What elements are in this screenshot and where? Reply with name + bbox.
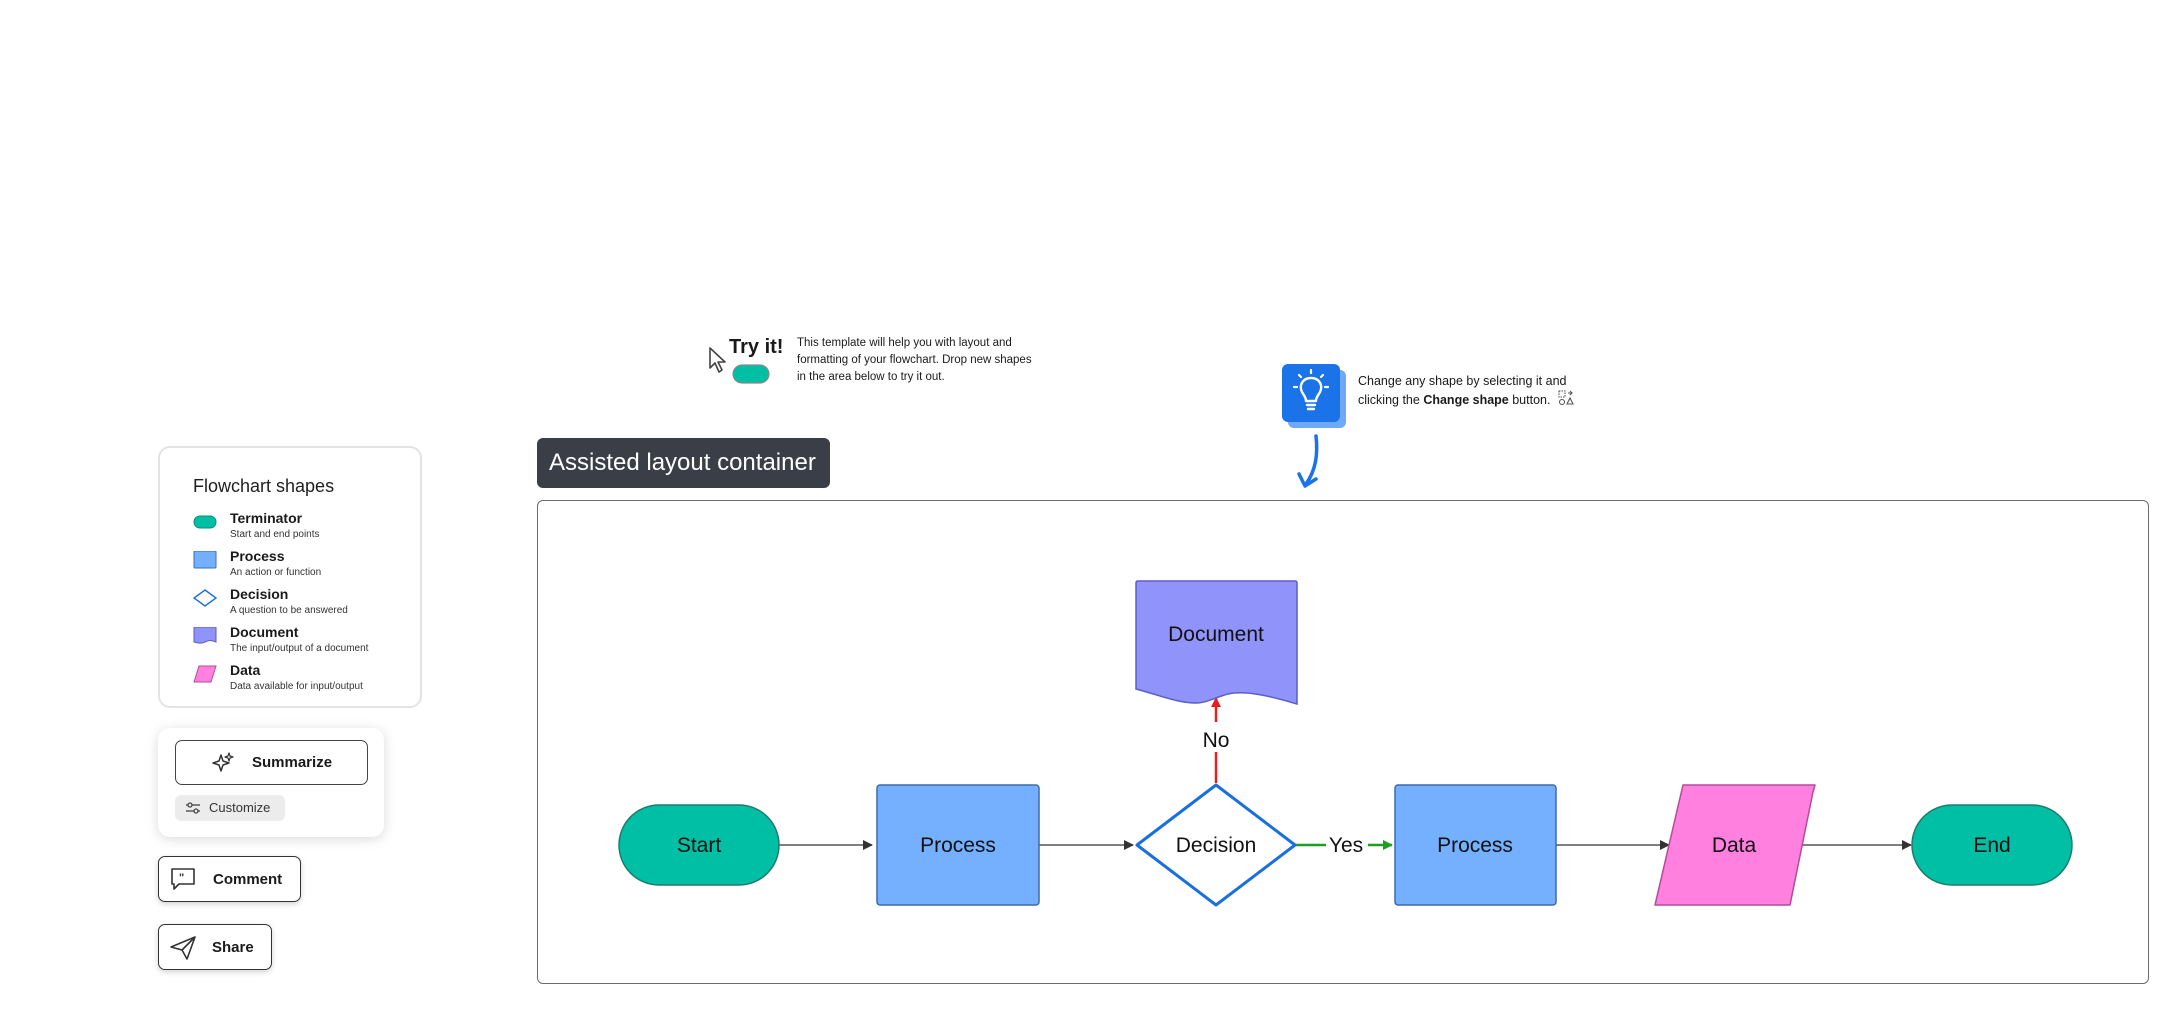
decision-label: Decision: [1176, 834, 1257, 857]
sparkle-icon: [212, 752, 234, 772]
process-shape-1[interactable]: Process: [876, 784, 1040, 906]
yes-label: Yes: [1329, 834, 1363, 857]
flowchart-shapes-legend: Flowchart shapes Terminator Start and en…: [158, 446, 422, 708]
comment-icon: ": [171, 868, 195, 890]
container-label[interactable]: Assisted layout container: [537, 438, 830, 488]
share-button[interactable]: Share: [158, 924, 272, 970]
legend-title: Flowchart shapes: [193, 476, 335, 496]
document-shape[interactable]: Document: [1135, 580, 1298, 706]
lightbulb-icon: [1280, 362, 1350, 435]
end-label: End: [1973, 834, 2010, 857]
legend-item-desc: A question to be answered: [230, 605, 348, 616]
change-shape-icon: [1558, 390, 1574, 411]
assisted-layout-container[interactable]: [537, 500, 2149, 984]
process-icon: [193, 551, 217, 569]
tip-text-bold: Change shape: [1423, 392, 1509, 407]
legend-item-desc: The input/output of a document: [230, 643, 369, 654]
summarize-card: Summarize Customize: [158, 728, 384, 837]
customize-label: Customize: [209, 800, 271, 815]
legend-item-name: Terminator: [230, 510, 303, 526]
terminator-sample-shape[interactable]: [732, 363, 770, 390]
legend-item-name: Data: [230, 662, 261, 678]
svg-text:": ": [179, 872, 184, 884]
customize-button[interactable]: Customize: [175, 795, 285, 821]
send-icon: [170, 936, 196, 960]
start-label: Start: [677, 834, 722, 857]
comment-button[interactable]: " Comment: [158, 856, 301, 902]
data-icon: [193, 665, 217, 683]
cursor-icon: [708, 346, 730, 379]
legend-item-name: Document: [230, 624, 299, 640]
data-shape[interactable]: Data: [1654, 784, 1816, 906]
decision-shape[interactable]: Decision: [1135, 783, 1297, 907]
end-terminator-shape[interactable]: End: [1911, 804, 2073, 886]
process-label-1: Process: [920, 834, 996, 857]
no-label: No: [1203, 729, 1230, 752]
tip-text-after: button.: [1508, 392, 1551, 407]
sliders-icon: [186, 802, 200, 814]
legend-item-name: Decision: [230, 586, 289, 602]
legend-item-name: Process: [230, 548, 285, 564]
tip-description: Change any shape by selecting it and cli…: [1358, 372, 1598, 411]
tip-text-before: Change any shape by selecting it and cli…: [1358, 374, 1567, 407]
share-label: Share: [212, 939, 254, 956]
data-label: Data: [1712, 834, 1757, 857]
decision-icon: [193, 589, 217, 607]
process-label-2: Process: [1437, 834, 1513, 857]
try-it-description: This template will help you with layout …: [797, 337, 1032, 383]
try-it-title: Try it!: [729, 336, 784, 358]
summarize-button[interactable]: Summarize: [175, 740, 368, 785]
document-icon: [193, 627, 217, 644]
legend-item-desc: An action or function: [230, 567, 322, 578]
process-shape-2[interactable]: Process: [1394, 784, 1557, 906]
start-terminator-shape[interactable]: Start: [618, 804, 780, 886]
summarize-label: Summarize: [252, 754, 333, 771]
curved-arrow-icon: [1292, 432, 1332, 497]
terminator-icon: [193, 515, 217, 529]
comment-label: Comment: [213, 871, 283, 888]
document-label: Document: [1168, 623, 1264, 646]
legend-item-desc: Start and end points: [230, 529, 320, 540]
legend-item-desc: Data available for input/output: [230, 681, 363, 692]
